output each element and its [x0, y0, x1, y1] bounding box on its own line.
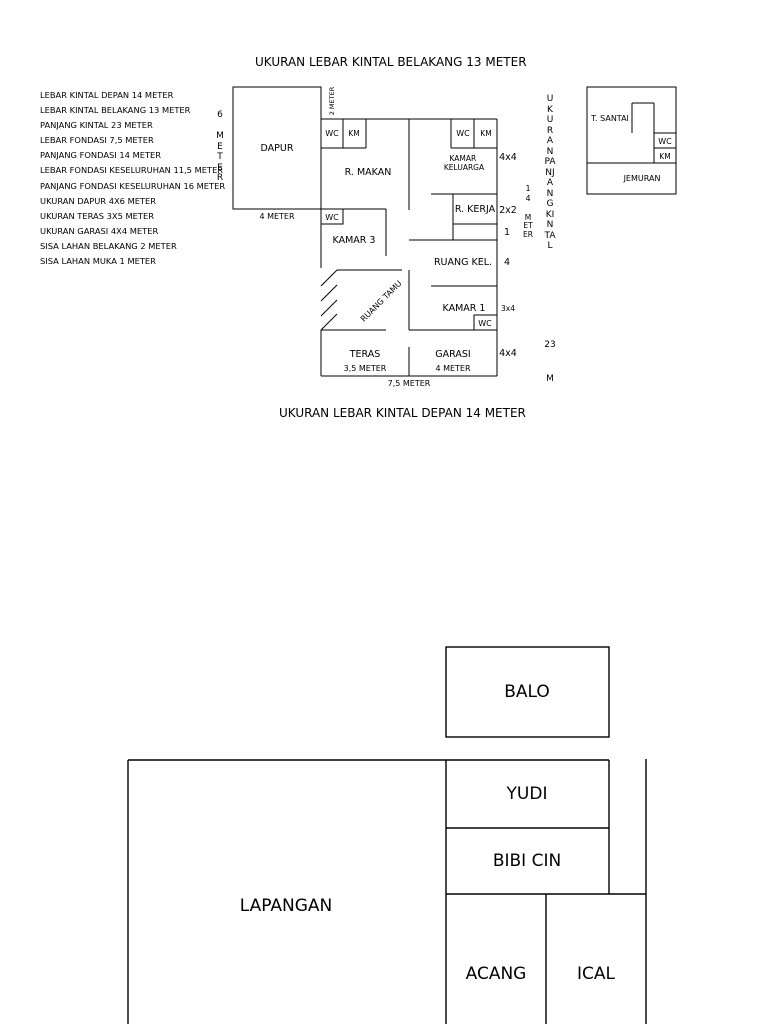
plan-title-bottom: UKURAN LEBAR KINTAL DEPAN 14 METER — [279, 406, 526, 420]
note-item: SISA LAHAN MUKA 1 METER — [40, 256, 156, 267]
note-item: UKURAN TERAS 3x5 METER — [40, 210, 154, 221]
room-r-kerja: R. KERJA — [455, 204, 496, 215]
room-jemuran: JEMURAN — [623, 174, 661, 183]
dim-gap-top: 2 METER — [328, 86, 336, 115]
plot-balo — [445, 646, 610, 738]
plan-title-top: UKURAN LEBAR KINTAL BELAKANG 13 METER — [255, 55, 527, 69]
plot-bibi-cin-label: BIBI CIN — [493, 851, 561, 871]
room-wc: WC — [658, 137, 672, 146]
dim-one: 1 — [504, 227, 510, 238]
plot-acang-label: ACANG — [466, 964, 527, 984]
note-item: PANJANG FONDASI 14 METER — [40, 150, 162, 161]
notes-list: LEBAR KINTAL DEPAN 14 METER LEBAR KINTAL… — [40, 89, 226, 270]
note-item: LEBAR KINTAL DEPAN 14 METER — [40, 90, 174, 100]
fondasi-length-num: 14 — [525, 184, 531, 203]
note-item: SISA LAHAN BELAKANG 2 METER — [40, 240, 177, 251]
note-item: LEBAR FONDASI 7,5 METER — [40, 135, 154, 146]
room-kamar-3: KAMAR 3 — [333, 235, 376, 246]
kintal-length-unit: M — [546, 374, 554, 384]
note-item: UKURAN DAPUR 4x6 METER — [40, 195, 157, 206]
plot-balo-label: BALO — [504, 682, 550, 702]
dim-garasi-width: 4 METER — [435, 364, 471, 373]
room-kamar-keluarga: KAMAR KELUARGA — [444, 154, 485, 172]
dim-dapur-width: 4 METER — [259, 212, 295, 221]
plot-lapangan-label: LAPANGAN — [240, 896, 333, 916]
room-ruang-kel: RUANG KEL. — [434, 257, 492, 268]
room-km: KM — [659, 152, 670, 161]
dim-house-width: 7,5 METER — [388, 379, 431, 388]
kamar-keluarga-line1: KAMAR — [449, 154, 476, 163]
room-t-santai: T. SANTAI — [590, 114, 629, 123]
plan-walls — [232, 86, 677, 377]
room-km: KM — [348, 129, 359, 138]
plot-yudi-label: YUDI — [506, 784, 548, 804]
room-garasi: GARASI — [435, 349, 470, 360]
dapur-height-unit: METER — [216, 131, 224, 183]
kintal-length-label-text: UKURAN PANJANG KINTAL — [544, 94, 556, 251]
dim-garasi-size: 4x4 — [499, 348, 517, 359]
note-item: PANJANG KINTAL 23 METER — [40, 120, 153, 131]
note-item: LEBAR KINTAL BELAKANG 13 METER — [40, 105, 191, 116]
dim-teras-width: 3,5 METER — [344, 364, 387, 373]
kintal-length-num: 23 — [544, 340, 556, 350]
room-dapur: DAPUR — [261, 143, 294, 154]
dim-r-kerja: 2x2 — [499, 205, 517, 216]
room-r-makan: R. MAKAN — [345, 167, 392, 178]
dim-four: 4 — [504, 257, 510, 268]
dapur-height-num: 6 — [217, 110, 223, 120]
room-wc: WC — [325, 213, 339, 222]
dim-kamar-1: 3x4 — [501, 304, 515, 313]
room-wc: WC — [478, 319, 492, 328]
room-wc: WC — [325, 129, 339, 138]
dim-kamar-keluarga: 4x4 — [499, 152, 517, 163]
note-item: UKURAN GARASI 4x4 METER — [40, 225, 159, 236]
room-km: KM — [480, 129, 491, 138]
note-item: PANJANG FONDASI KESELURUHAN 16 METER — [40, 180, 226, 191]
note-item: LEBAR FONDASI KESELURUHAN 11,5 METER — [40, 165, 224, 176]
room-kamar-1: KAMAR 1 — [443, 303, 486, 314]
kamar-keluarga-line2: KELUARGA — [444, 163, 485, 172]
plot-ical-label: ICAL — [577, 964, 616, 984]
room-teras: TERAS — [349, 349, 381, 360]
fondasi-length-unit: METER — [523, 213, 533, 239]
room-wc: WC — [456, 129, 470, 138]
kintal-length-label: UKURAN PANJANG KINTAL — [544, 94, 556, 252]
